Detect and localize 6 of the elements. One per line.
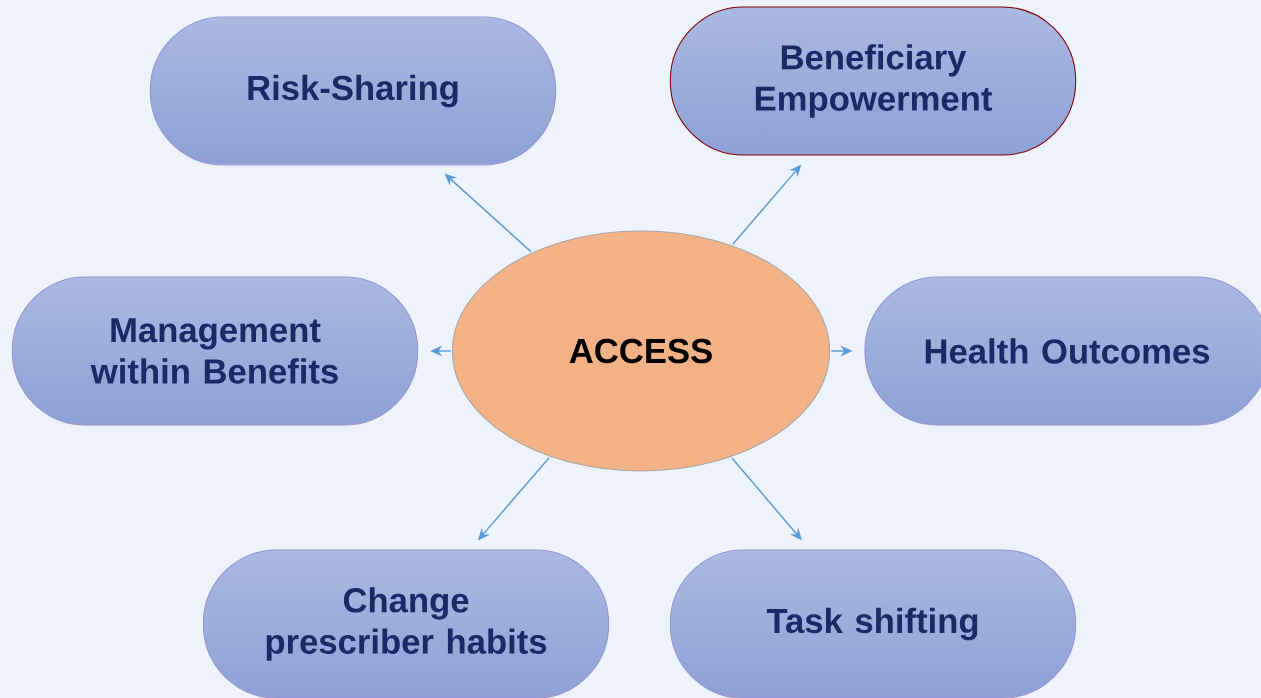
rounded-box: Management within Benefits — [11, 276, 419, 426]
rounded-box: Task shifting — [669, 549, 1077, 698]
rounded-box: Beneficiary Empowerment — [669, 6, 1077, 156]
rounded-box: Risk-Sharing — [149, 16, 557, 166]
rounded-box: Health Outcomes — [864, 276, 1261, 426]
rounded-box: Change prescriber habits — [202, 549, 610, 698]
